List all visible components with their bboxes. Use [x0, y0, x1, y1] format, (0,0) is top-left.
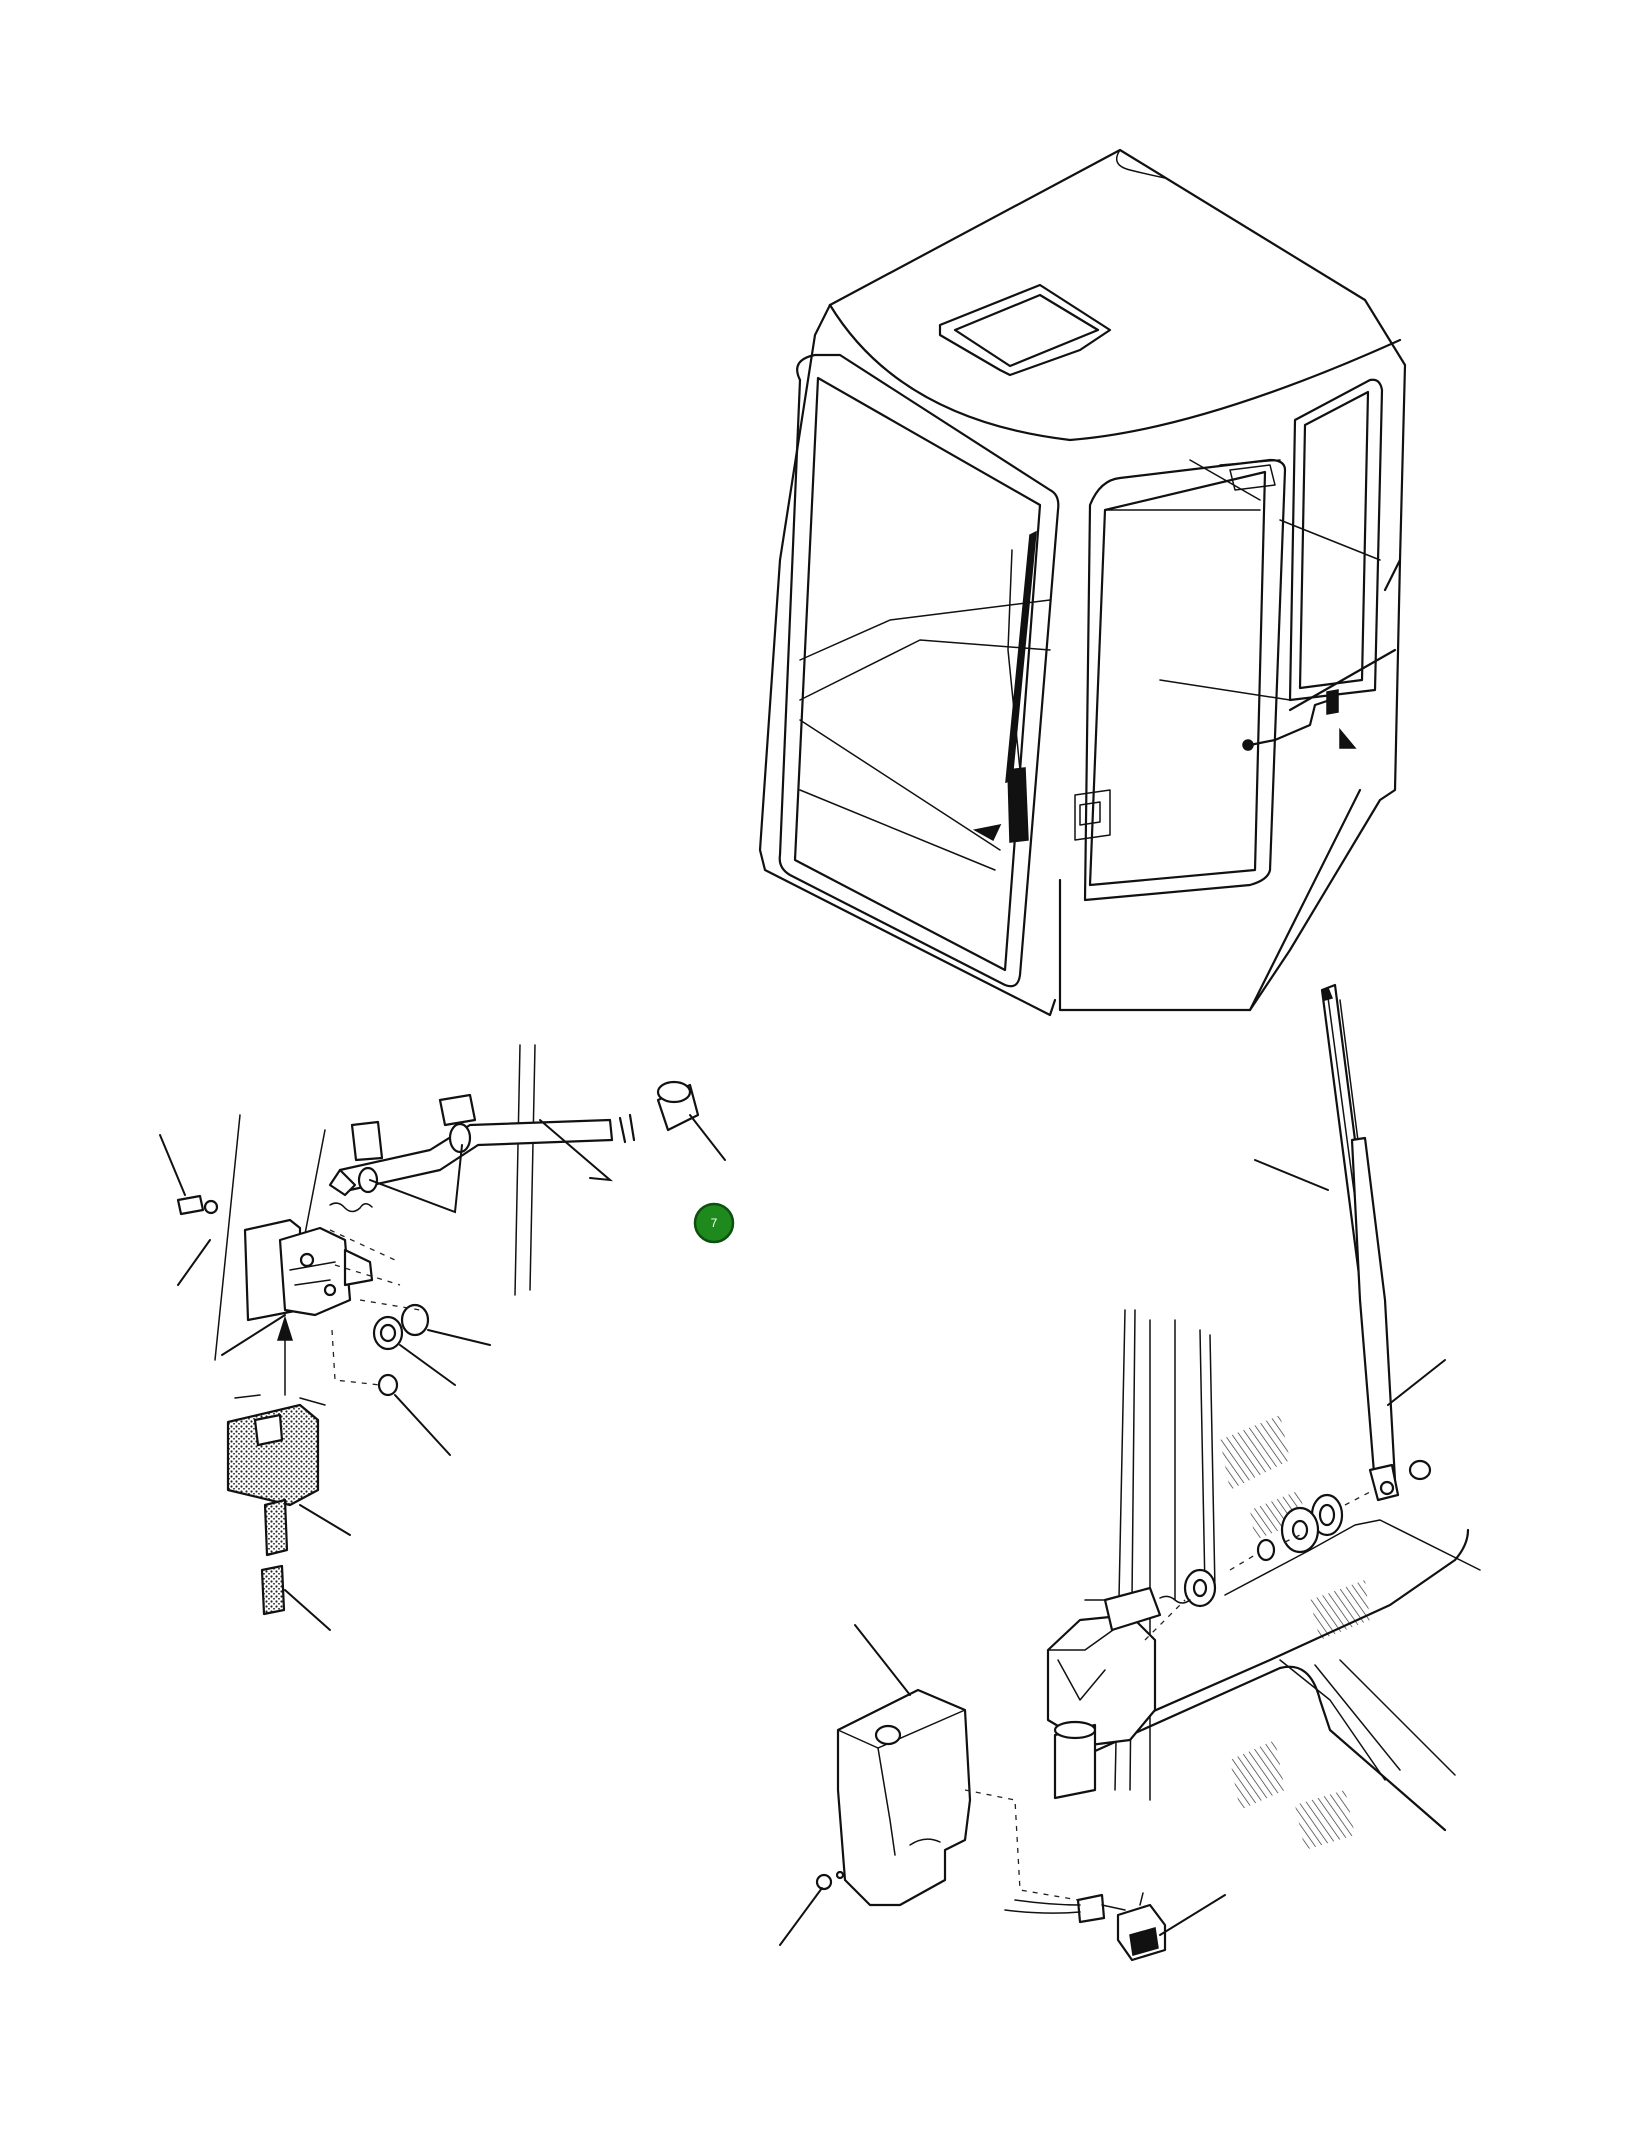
wiper-assembly — [779, 983, 1481, 1962]
cab-illustration — [758, 148, 1407, 1017]
door-latch-assembly — [159, 1044, 726, 1631]
callout-7[interactable]: 7 — [693, 1202, 735, 1244]
callout-7-label: 7 — [711, 1216, 718, 1230]
